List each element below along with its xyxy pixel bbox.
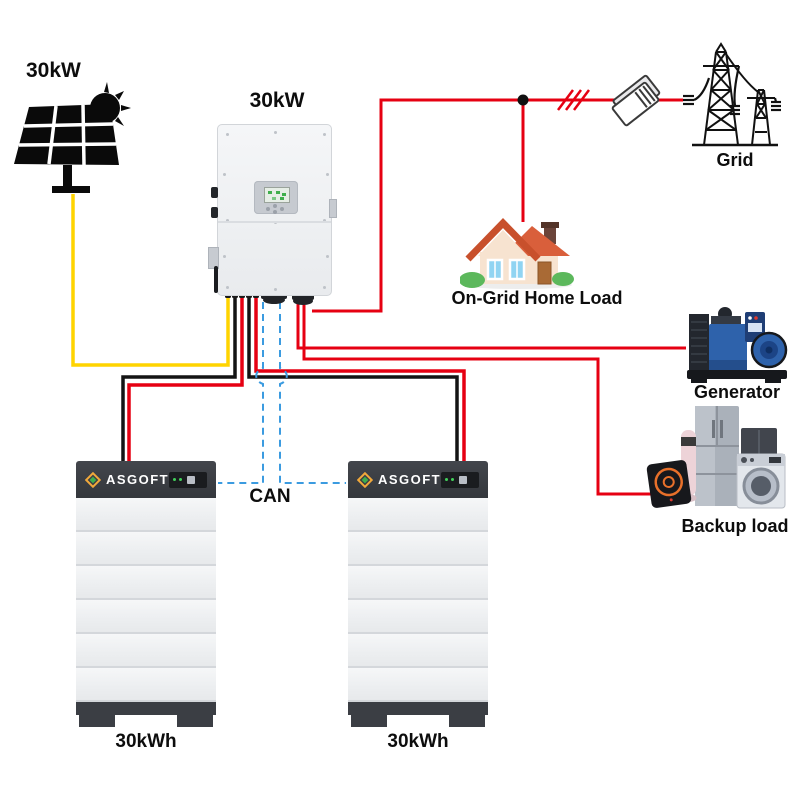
inverter-side-box	[208, 247, 219, 269]
induction-cooktop	[646, 460, 692, 508]
grid-label: Grid	[716, 150, 754, 170]
status-led	[179, 478, 183, 481]
asgoft-logo-icon	[357, 471, 373, 488]
pv-array	[14, 104, 119, 193]
inverter-button	[273, 204, 277, 208]
inverter-side-knob	[211, 187, 218, 198]
battery-display-icon	[187, 475, 196, 484]
battery-foot	[449, 715, 485, 727]
bush	[460, 272, 485, 288]
inverter-display	[254, 181, 298, 214]
pv-power-label: 30kW	[26, 59, 81, 82]
inverter-unit	[217, 124, 332, 296]
can-bus-right	[279, 290, 346, 484]
generator-wire	[296, 300, 686, 350]
battery-brand: ASGOFT	[105, 472, 170, 487]
roof-gable	[465, 217, 541, 262]
house-icon	[460, 217, 574, 289]
asgoft-logo-icon	[85, 471, 101, 488]
backup-appliances-icon	[646, 406, 786, 509]
battery-foot	[79, 715, 115, 727]
battery-module	[76, 532, 216, 566]
battery-foot	[177, 715, 213, 727]
battery-module	[348, 532, 488, 566]
bush	[552, 272, 574, 286]
battery-module	[76, 668, 216, 702]
battery-module	[76, 600, 216, 634]
backup-load-label: Backup load	[681, 516, 789, 536]
battery1-positive-wire	[127, 290, 244, 464]
battery-foot	[351, 715, 387, 727]
battery-module	[348, 634, 488, 668]
inverter-screen	[264, 187, 290, 203]
battery-base	[348, 702, 488, 715]
inverter-side-knob	[211, 207, 218, 218]
battery-display	[441, 471, 479, 488]
battery-capacity-label: 30kWh	[115, 731, 177, 752]
battery-base	[76, 702, 216, 715]
battery-control-module: ASGOFT	[348, 461, 488, 498]
backup-load-wire	[302, 300, 681, 496]
status-led	[445, 478, 449, 481]
generator-label: Generator	[693, 382, 781, 402]
battery-module	[76, 498, 216, 532]
grid-wire	[312, 98, 683, 313]
breaker-icon	[611, 74, 661, 127]
tower-small	[725, 53, 775, 146]
tower-large	[703, 42, 739, 146]
inverter-button	[266, 207, 270, 211]
grid-towers-icon	[683, 42, 781, 147]
battery2-negative-wire	[247, 290, 459, 464]
battery-module	[348, 566, 488, 600]
battery1-negative-wire	[121, 290, 237, 464]
engine-block	[709, 324, 747, 370]
radiator	[689, 314, 709, 370]
inverter-power-label: 30kW	[249, 89, 305, 112]
solar-panel-icon	[14, 82, 131, 193]
battery-brand: ASGOFT	[377, 472, 442, 487]
inverter-button	[280, 207, 284, 211]
battery-capacity-label: 30kWh	[387, 731, 449, 752]
battery-module	[348, 668, 488, 702]
pv-wire	[71, 194, 230, 367]
status-led	[173, 478, 177, 481]
home-load-label: On-Grid Home Load	[451, 288, 623, 308]
inverter-button	[273, 210, 277, 214]
battery-module	[348, 600, 488, 634]
battery-stack-1: ASGOFT 30kWh	[76, 461, 216, 761]
battery-display-icon	[459, 475, 468, 484]
battery-control-module: ASGOFT	[76, 461, 216, 498]
junction-dot	[517, 94, 529, 106]
insulator-marks	[683, 65, 781, 116]
inverter-seam	[218, 221, 331, 223]
three-phase-marks	[557, 89, 590, 111]
battery-module	[76, 566, 216, 600]
battery-module	[76, 634, 216, 668]
can-bus-left	[218, 290, 264, 484]
battery-stack-2: ASGOFT 30kWh	[348, 461, 488, 761]
generator-icon	[687, 307, 788, 383]
inverter-side-tab	[329, 199, 337, 218]
inverter-antenna	[214, 266, 218, 293]
battery-module	[348, 498, 488, 532]
battery2-positive-wire	[254, 290, 466, 464]
washing-machine	[736, 453, 786, 509]
screw-dots	[226, 133, 229, 136]
status-led	[451, 478, 455, 481]
door	[537, 261, 552, 285]
battery-display	[169, 471, 207, 488]
can-bus-label: CAN	[249, 486, 291, 507]
